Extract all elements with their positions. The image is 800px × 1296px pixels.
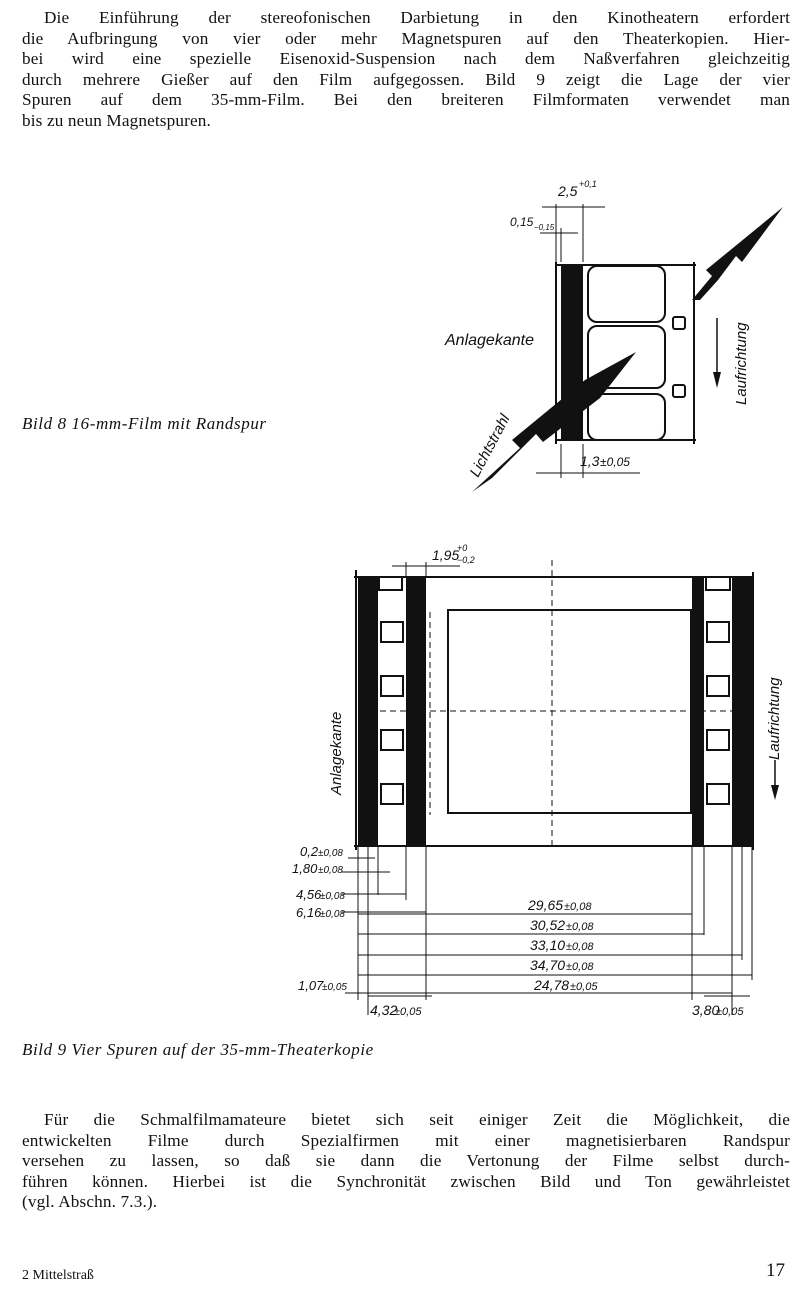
dim-center-tol: ±0,08	[566, 921, 594, 933]
dim-left-tol: ±0,08	[320, 909, 345, 920]
dim-bottom-left-value: 4,32	[370, 1002, 397, 1018]
paragraph-amateurs: Für die Schmalfilmamateure bietet sich s…	[22, 1110, 790, 1213]
label-laufrichtung: Laufrichtung	[733, 322, 750, 405]
dim-bottom-right-tol: ±0,05	[716, 1006, 744, 1018]
text-line: Die Einführung der stereofonischen Darbi…	[44, 8, 790, 27]
dim-center-value: 30,52	[530, 917, 565, 933]
dims-left: 0,2 ±0,08 1,80 ±0,08 4,56 ±0,08 6,16 ±0,…	[292, 844, 347, 993]
dim-top-tol-upper: +0	[457, 543, 467, 553]
light-beam-arrow	[472, 352, 636, 492]
text-line: durch mehrere Gießer auf den Film aufgeg…	[22, 69, 790, 89]
dim-center-value: 34,70	[530, 957, 565, 973]
dims-center: 29,65 ±0,08 30,52 ±0,08 33,10 ±0,08 34,7…	[527, 897, 598, 993]
figure-8-caption: Bild 8 16-mm-Film mit Randspur	[22, 414, 267, 433]
dim-left-tol: ±0,05	[322, 982, 347, 993]
text-line: bis zu neun Magnetspuren.	[22, 110, 211, 130]
dim-left-tol: ±0,08	[318, 848, 343, 859]
dim-left-value: 6,16	[296, 905, 322, 920]
text-line: die Aufbringung von vier oder mehr Magne…	[22, 28, 790, 48]
paragraph-intro: Die Einführung der stereofonischen Darbi…	[22, 8, 790, 132]
dim-width-value: 2,5	[557, 183, 578, 199]
dim-center-tol: ±0,08	[564, 901, 592, 913]
dim-bottom-right-value: 3,80	[692, 1002, 719, 1018]
text-line: Für die Schmalfilmamateure bietet sich s…	[44, 1110, 790, 1129]
direction-arrow-icon	[713, 372, 721, 388]
dim-track-value: 1,3	[580, 453, 600, 469]
dim-center-value: 33,10	[530, 937, 565, 953]
dim-center-tol: ±0,08	[566, 961, 594, 973]
dim-track-tolerance: ±0,05	[600, 455, 630, 469]
dim-top-tol-lower: −0,2	[457, 555, 475, 565]
dim-left-tol: ±0,08	[318, 865, 343, 876]
magnetic-track-4	[732, 578, 752, 845]
dim-center-tol: ±0,08	[566, 941, 594, 953]
text-line: (vgl. Abschn. 7.3.).	[22, 1192, 158, 1212]
dim-center-value: 29,65	[527, 897, 563, 913]
dim-left-value: 4,56	[296, 887, 322, 902]
text-line: versehen zu lassen, so daß sie dann die …	[22, 1151, 790, 1171]
text-line: Spuren auf dem 35-mm-Film. Bei den breit…	[22, 90, 790, 110]
footer-signature: 2 Mittelstraß	[22, 1268, 94, 1283]
dim-left-value: 1,07	[298, 978, 324, 993]
magnetic-track-2	[406, 578, 426, 845]
label-anlagekante: Anlagekante	[444, 332, 534, 349]
dim-left-tol: ±0,08	[320, 891, 345, 902]
dim-bottom-left-tol: ±0,05	[394, 1006, 422, 1018]
dim-top-value: 1,95	[432, 547, 459, 563]
dim-left-value: 0,2	[300, 844, 319, 859]
magnetic-track-3	[692, 578, 704, 845]
page-number: 17	[766, 1260, 785, 1281]
text-line: bei wird eine spezielle Eisenoxid-Suspen…	[22, 49, 790, 69]
figure-9-caption: Bild 9 Vier Spuren auf der 35-mm-Theater…	[22, 1040, 374, 1059]
text-line: entwickelten Filme durch Spezialfirmen m…	[22, 1130, 790, 1150]
dim-left-value: 1,80	[292, 861, 318, 876]
label-anlagekante-35mm: Anlagekante	[328, 712, 345, 796]
magnetic-track-1	[358, 578, 378, 845]
arrow-upper	[692, 207, 783, 300]
label-laufrichtung-35mm: Laufrichtung	[766, 677, 783, 760]
dim-center-tol: ±0,05	[570, 981, 598, 993]
dim-center-value: 24,78	[533, 977, 569, 993]
dim-edge-value: 0,15	[510, 215, 534, 229]
dim-width-tolerance: +0,1	[579, 179, 597, 189]
direction-arrow-icon	[771, 785, 779, 800]
text-line: führen können. Hierbei ist die Synchroni…	[22, 1171, 790, 1191]
dim-edge-tolerance: −0,15	[534, 223, 555, 232]
